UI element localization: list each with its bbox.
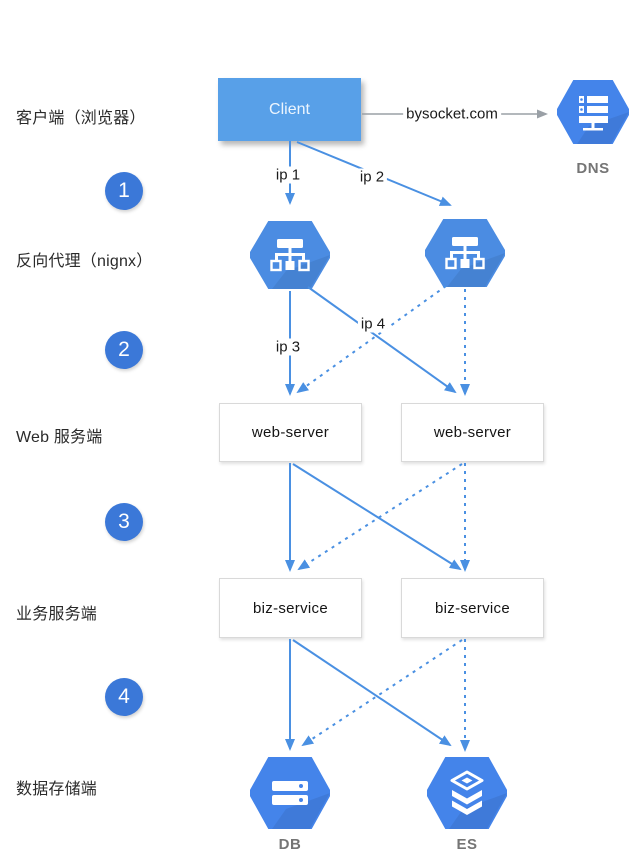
tier-label-biz-service: 业务服务端 [16, 606, 98, 623]
web-server-node-left: web-server [219, 403, 362, 462]
nginx-node-right [423, 217, 507, 292]
biz-service-left-label: biz-service [253, 599, 328, 617]
tier-label-reverse-proxy: 反向代理（nignx） [16, 253, 153, 270]
web-server-node-right: web-server [401, 403, 544, 462]
tier-label-web-server: Web 服务端 [16, 429, 103, 446]
edge-biz-left-es [292, 639, 452, 747]
tier-label-data-storage: 数据存储端 [16, 781, 98, 798]
step-badge-3: 3 [105, 503, 143, 541]
db-node-label: DB [278, 836, 302, 853]
edge-web-right-biz-left [297, 463, 463, 571]
ip3-label: ip 3 [272, 338, 304, 356]
edge-web-left-biz-right [292, 463, 462, 571]
tier-label-client: 客户端（浏览器） [16, 110, 146, 127]
ip4-label: ip 4 [357, 315, 389, 333]
web-server-left-label: web-server [251, 424, 330, 441]
db-node [248, 755, 332, 834]
nginx-node-left [248, 219, 332, 294]
biz-service-node-left: biz-service [219, 578, 362, 638]
layer-stack-icon [425, 755, 509, 831]
step-badge-1: 1 [105, 172, 143, 210]
dns-node-label: DNS [576, 160, 610, 177]
domain-label: bysocket.com [403, 105, 501, 123]
client-node-label: Client [269, 100, 310, 118]
step-badge-4: 4 [105, 678, 143, 716]
biz-service-node-right: biz-service [401, 578, 544, 638]
client-node: Client [218, 78, 361, 141]
es-node-label: ES [456, 836, 478, 853]
ip1-label: ip 1 [272, 166, 304, 184]
dns-server-icon [555, 78, 631, 146]
network-tree-icon [423, 217, 507, 289]
dns-node [555, 78, 631, 149]
biz-service-right-label: biz-service [435, 599, 510, 617]
network-tree-icon [248, 219, 332, 291]
database-icon [248, 755, 332, 831]
edge-ip4 [307, 286, 457, 394]
edge-nginx-right-web-left [296, 285, 447, 394]
ip2-label: ip 2 [356, 168, 388, 186]
web-server-right-label: web-server [433, 424, 512, 441]
edge-biz-right-db [301, 639, 463, 747]
es-node [425, 755, 509, 834]
step-badge-2: 2 [105, 331, 143, 369]
